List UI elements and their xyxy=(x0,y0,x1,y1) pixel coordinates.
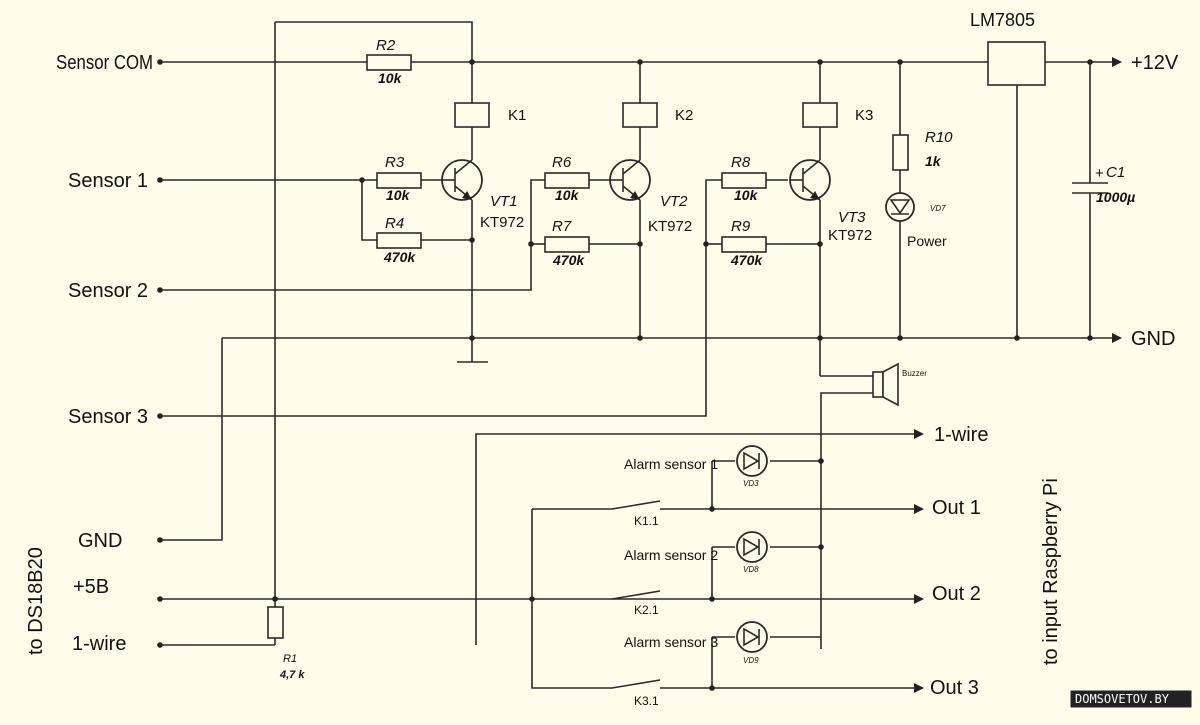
k21-label: K2.1 xyxy=(634,603,659,617)
input-sensor1: Sensor 1 xyxy=(68,170,148,192)
r4-ref: R4 xyxy=(385,215,404,232)
input-plus5: +5B xyxy=(73,576,109,598)
r7-resistor xyxy=(544,236,590,253)
vt1-ref: VT1 xyxy=(490,193,518,210)
vt2-transistor xyxy=(609,159,651,201)
r7-ref: R7 xyxy=(552,218,572,235)
r4-resistor xyxy=(376,232,422,249)
vd3-diode xyxy=(736,445,768,477)
r9-ref: R9 xyxy=(731,218,751,235)
k1-relay-coil xyxy=(454,102,490,128)
r2-ref: R2 xyxy=(376,37,396,54)
vt1-part: KT972 xyxy=(480,214,524,231)
label-to-ds18b20: to DS18B20 xyxy=(25,547,47,655)
k2-relay-coil xyxy=(622,102,658,128)
vd7-led xyxy=(885,192,915,222)
input-sensor3: Sensor 3 xyxy=(68,406,148,428)
r8-value: 10k xyxy=(734,187,759,203)
vd9-diode xyxy=(736,621,768,653)
alarm3-label: Alarm sensor 3 xyxy=(624,634,718,650)
r7-value: 470k xyxy=(552,252,585,268)
r2-resistor xyxy=(366,54,412,71)
vd7-ref: VD7 xyxy=(930,204,946,213)
output-out1: Out 1 xyxy=(932,497,981,519)
output-plus12: +12V xyxy=(1131,52,1179,74)
alarm2-label: Alarm sensor 2 xyxy=(624,547,718,563)
r3-value: 10k xyxy=(386,187,411,203)
r3-resistor xyxy=(376,172,422,189)
vd3-ref: VD3 xyxy=(743,479,759,488)
r1-value: 4,7 k xyxy=(279,669,305,681)
r10-resistor xyxy=(892,134,909,171)
output-arrows xyxy=(914,57,1122,693)
k3-label: K3 xyxy=(855,107,873,124)
r10-value: 1k xyxy=(925,153,942,169)
power-label: Power xyxy=(907,233,947,249)
k11-label: K1.1 xyxy=(634,514,659,528)
label-to-raspberry: to input Raspberry Pi xyxy=(1040,478,1062,665)
vd8-diode xyxy=(736,531,768,563)
k3-relay-coil xyxy=(802,102,838,128)
input-gnd: GND xyxy=(78,530,122,552)
vd9-ref: VD9 xyxy=(743,656,759,665)
c1-ref: C1 xyxy=(1106,164,1125,181)
r1-resistor xyxy=(267,606,284,639)
buzzer-speaker xyxy=(872,362,899,407)
lm7805-label: LM7805 xyxy=(970,10,1035,30)
vt3-ref: VT3 xyxy=(838,209,866,226)
buzzer-label: Buzzer xyxy=(902,369,927,378)
watermark-text: DOMSOVETOV.BY xyxy=(1075,692,1170,706)
r3-ref: R3 xyxy=(385,154,405,171)
junction-dots xyxy=(157,59,1093,691)
r9-value: 470k xyxy=(730,252,763,268)
r8-resistor xyxy=(721,172,767,189)
c1-value: 1000µ xyxy=(1096,189,1135,205)
k2-label: K2 xyxy=(675,107,693,124)
r6-ref: R6 xyxy=(552,154,572,171)
r6-resistor xyxy=(544,172,590,189)
input-onewire: 1-wire xyxy=(72,633,126,655)
lm7805-regulator xyxy=(987,41,1046,86)
r1-ref: R1 xyxy=(283,653,297,665)
r2-value: 10k xyxy=(378,70,403,86)
r9-resistor xyxy=(721,236,767,253)
c1-capacitor xyxy=(1072,182,1108,194)
output-gnd: GND xyxy=(1131,328,1175,350)
vd8-ref: VD8 xyxy=(743,565,759,574)
wires xyxy=(160,21,1112,689)
r8-ref: R8 xyxy=(731,154,751,171)
vt1-transistor xyxy=(441,159,483,201)
input-sensor-com: Sensor COM xyxy=(56,52,153,74)
output-out3: Out 3 xyxy=(930,677,979,699)
r10-ref: R10 xyxy=(925,129,953,146)
vt3-transistor xyxy=(789,159,831,201)
input-sensor2: Sensor 2 xyxy=(68,280,148,302)
k1-label: K1 xyxy=(508,107,526,124)
vt2-part: KT972 xyxy=(648,218,692,235)
output-out2: Out 2 xyxy=(932,583,981,605)
watermark: DOMSOVETOV.BY xyxy=(1069,689,1193,709)
r6-value: 10k xyxy=(555,187,580,203)
output-onewire: 1-wire xyxy=(934,424,988,446)
alarm1-label: Alarm sensor 1 xyxy=(624,456,718,472)
r4-value: 470k xyxy=(383,249,416,265)
vt2-ref: VT2 xyxy=(660,193,688,210)
c1-polarity: + xyxy=(1095,165,1104,182)
k31-label: K3.1 xyxy=(634,694,659,708)
vt3-part: KT972 xyxy=(828,227,872,244)
